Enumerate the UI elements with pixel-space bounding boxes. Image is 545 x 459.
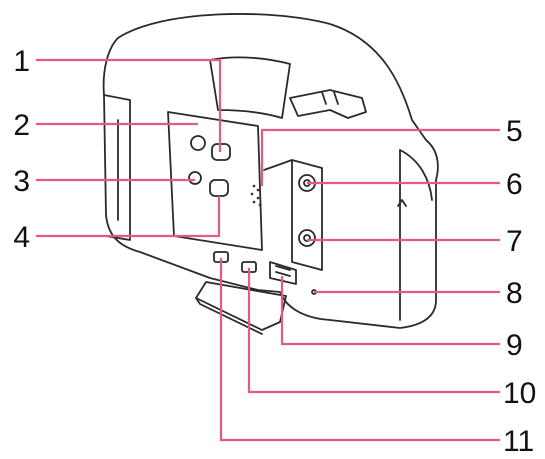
leader-9 (280, 276, 500, 346)
leader-1 (36, 58, 222, 152)
callout-7: 7 (506, 225, 523, 258)
side-door (291, 159, 323, 271)
callout-1: 1 (13, 45, 30, 78)
leader-11 (219, 258, 500, 442)
callout-4: 4 (13, 221, 30, 254)
callout-5: 5 (506, 115, 523, 148)
callout-9: 9 (506, 329, 523, 362)
camcorder-body (102, 13, 439, 329)
callout-6: 6 (506, 168, 523, 201)
connector-cover (195, 281, 287, 331)
lcd-hinge (103, 94, 131, 241)
button-3 (188, 171, 202, 185)
callout-numbers: 1 2 3 4 5 6 7 8 9 10 11 (13, 45, 536, 458)
top-grip (209, 56, 291, 119)
callout-8: 8 (506, 277, 523, 310)
camcorder-illustration (102, 13, 439, 335)
leader-5 (260, 128, 500, 186)
callout-3: 3 (13, 165, 30, 198)
speaker-grille (250, 184, 262, 207)
callout-11: 11 (503, 425, 534, 458)
leader-10 (247, 268, 500, 394)
jack-7 (298, 229, 316, 247)
zoom-lever (289, 89, 367, 119)
back-plate (167, 111, 263, 251)
card-slot-9 (269, 261, 297, 285)
leader-lines (36, 58, 500, 442)
callout-10: 10 (503, 377, 536, 410)
button-4 (209, 179, 229, 197)
button-2 (190, 135, 206, 151)
callout-2: 2 (13, 109, 30, 142)
leader-4 (36, 196, 221, 238)
